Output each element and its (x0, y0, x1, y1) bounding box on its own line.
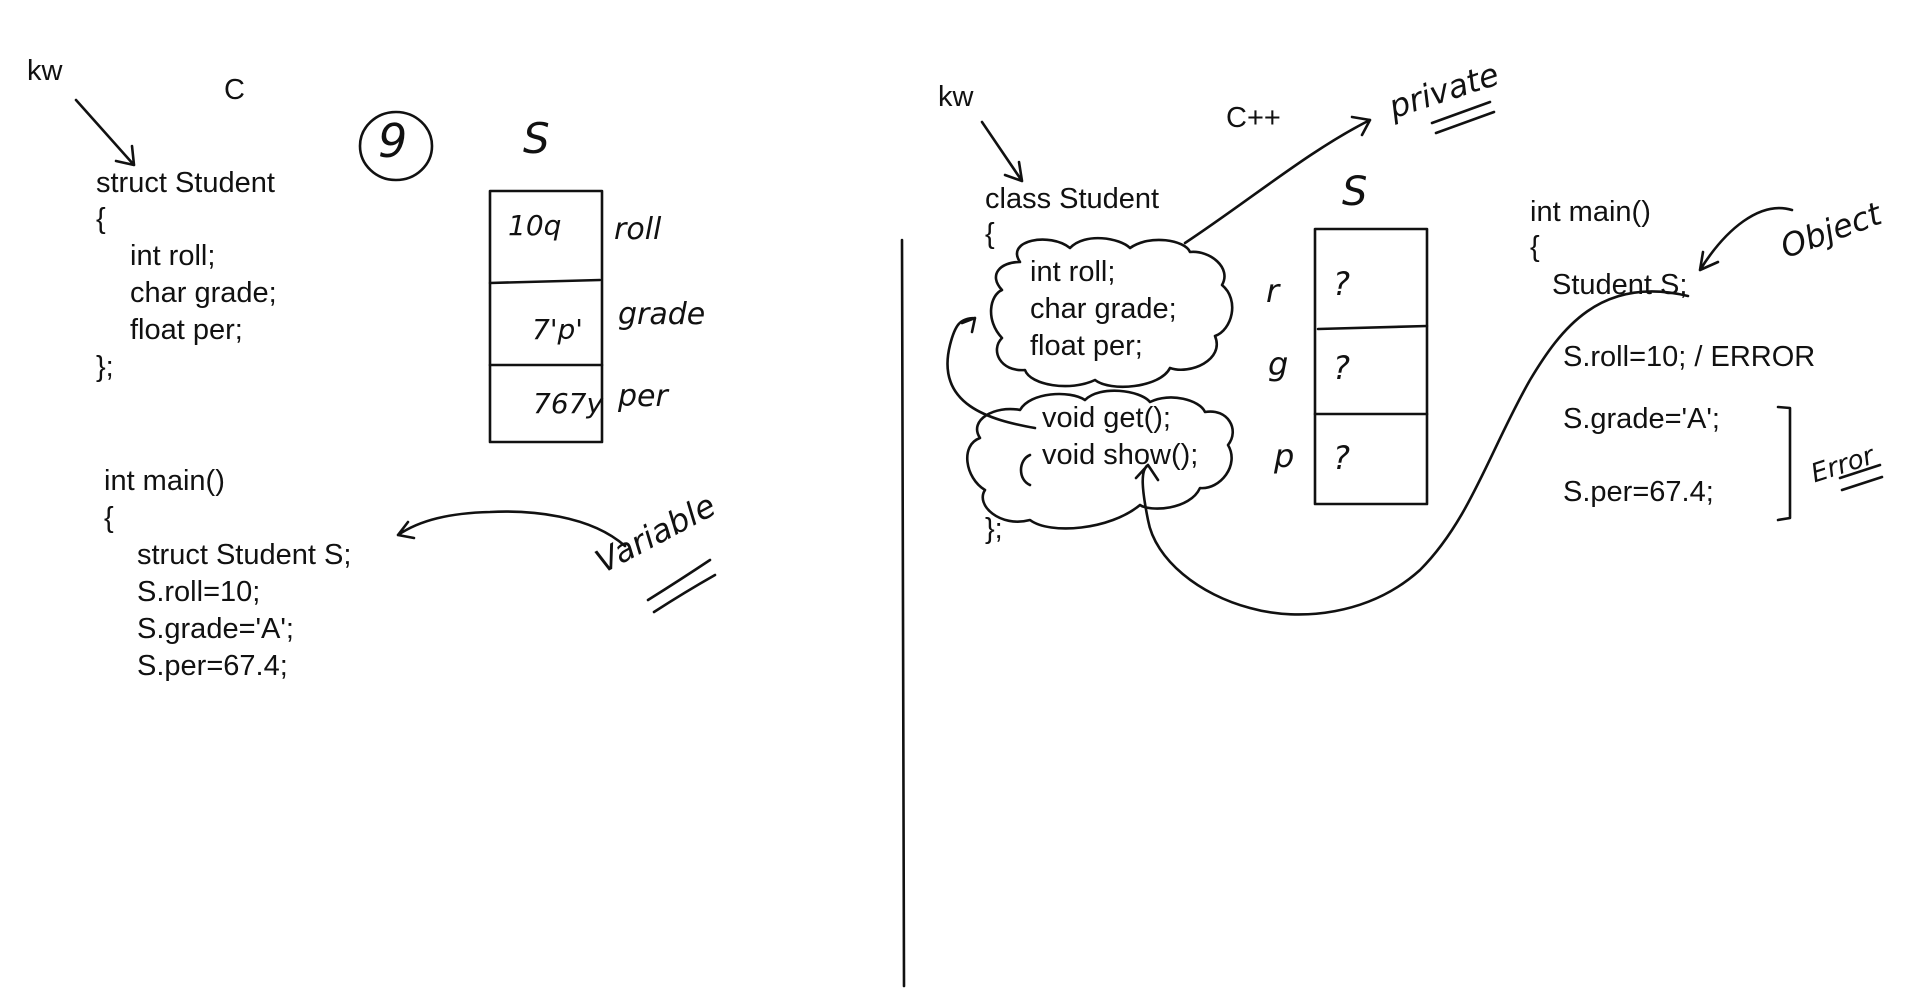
memory-box-right (1313, 227, 1429, 506)
memory-label-g: g (1268, 345, 1289, 383)
memory-cell-roll: 10q (508, 209, 562, 242)
memory-divider-right-1 (1316, 324, 1429, 331)
page-divider (900, 238, 906, 988)
main-open-brace-left: { (104, 502, 114, 534)
struct-open-brace: { (96, 203, 106, 235)
memory-cell-grade: 7'p' (532, 313, 583, 346)
kw-arrow-right (980, 120, 1024, 183)
main-line-roll: S.roll=10; (137, 576, 261, 608)
methods-cloud (965, 389, 1234, 530)
error-underline-2 (1840, 475, 1884, 492)
private-arrow (1183, 115, 1372, 245)
class-field-per: float per; (1030, 330, 1143, 362)
brace-scribble (1019, 453, 1032, 487)
access-grade: S.grade='A'; (1563, 403, 1720, 435)
error-underline-1 (1838, 463, 1882, 480)
main-signature-left: int main() (104, 465, 225, 497)
private-underline-1 (1430, 100, 1492, 125)
memory-cell-p: ? (1333, 439, 1350, 477)
memory-box-left (488, 189, 604, 444)
class-field-grade: char grade; (1030, 293, 1177, 325)
memory-label-per: per (618, 379, 668, 414)
variable-arrow (396, 510, 627, 548)
class-variable-name: S (1342, 169, 1368, 215)
struct-field-roll: int roll; (130, 240, 216, 272)
struct-declaration: struct Student (96, 167, 275, 199)
access-loop-arrow (946, 316, 1037, 430)
class-method-get: void get(); (1042, 402, 1171, 434)
error-bracket (1776, 405, 1792, 522)
fields-cloud (989, 236, 1234, 389)
circled-number: 9 (378, 114, 408, 168)
memory-cell-per: 767y (533, 387, 604, 420)
class-method-show: void show(); (1042, 439, 1199, 471)
object-to-method-connector (1134, 290, 1690, 616)
variable-underline-1 (646, 558, 712, 602)
memory-divider-left-1 (488, 278, 602, 285)
struct-field-per: float per; (130, 314, 243, 346)
object-declaration: Student S; (1552, 269, 1688, 301)
language-label-cpp: C++ (1226, 102, 1281, 134)
kw-label-right: kw (938, 81, 974, 113)
class-open-brace: { (985, 218, 995, 250)
memory-label-grade: grade (618, 297, 706, 332)
access-roll-error: S.roll=10; / ERROR (1563, 341, 1816, 373)
memory-cell-r: ? (1333, 265, 1350, 303)
main-line-declare: struct Student S; (137, 539, 352, 571)
main-open-brace-right: { (1530, 231, 1540, 263)
circle-mark (358, 110, 434, 182)
class-field-roll: int roll; (1030, 256, 1116, 288)
class-close: }; (985, 513, 1003, 545)
main-line-per: S.per=67.4; (137, 650, 288, 682)
struct-variable-name: S (523, 114, 550, 163)
access-per: S.per=67.4; (1563, 476, 1714, 508)
struct-field-grade: char grade; (130, 277, 277, 309)
main-signature-right: int main() (1530, 196, 1651, 228)
struct-close: }; (96, 351, 114, 383)
memory-label-p: p (1274, 437, 1295, 475)
object-arrow (1698, 206, 1794, 272)
kw-arrow-left (74, 98, 136, 167)
class-declaration: class Student (985, 183, 1160, 215)
main-line-grade: S.grade='A'; (137, 613, 294, 645)
memory-cell-g: ? (1333, 349, 1350, 387)
variable-underline-2 (652, 573, 717, 614)
language-label-c: C (224, 74, 245, 106)
memory-label-roll: roll (614, 212, 662, 247)
private-underline-2 (1434, 110, 1496, 135)
memory-label-r: r (1266, 272, 1280, 310)
kw-label-left: kw (27, 55, 63, 87)
